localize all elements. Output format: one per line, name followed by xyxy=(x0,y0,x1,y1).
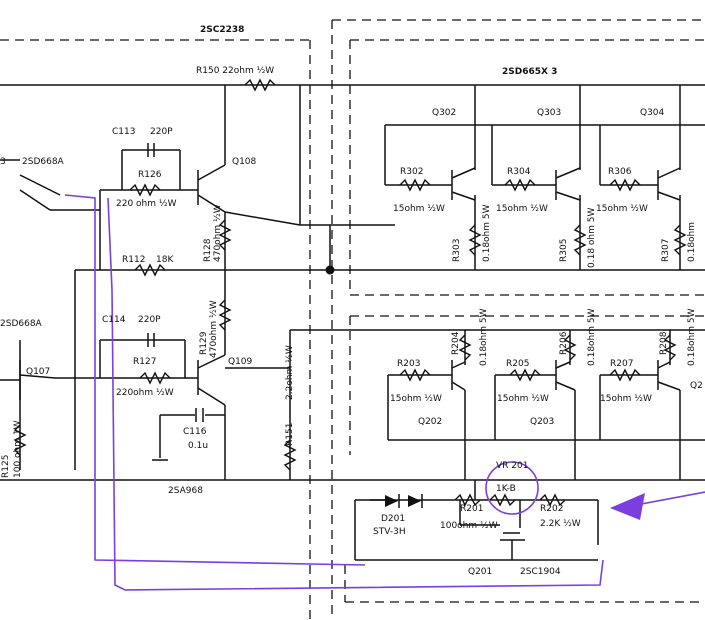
r302-value: 15ohm ½W xyxy=(393,204,445,214)
r112-label: R112 xyxy=(122,255,146,265)
q-left-top-type: 2SD668A xyxy=(22,157,64,167)
r126-value: 220 ohm ½W xyxy=(116,199,177,209)
hand-annotation xyxy=(64,194,705,591)
r307-label: R307 xyxy=(661,238,671,262)
transistor-symbols xyxy=(19,167,681,534)
resistors xyxy=(13,78,687,507)
r125-label: R125 xyxy=(1,454,11,478)
r303-value: 0.18ohm 5W xyxy=(482,204,492,262)
r112-value: 18K xyxy=(156,255,174,265)
vr201-label: VR 201 xyxy=(496,461,529,471)
r208-label: R208 xyxy=(659,331,669,355)
r207-label: R207 xyxy=(610,359,634,369)
r129-value: 470ohm ½W xyxy=(209,300,219,358)
r203-value: 15ohm ½W xyxy=(390,394,442,404)
r304-value: 15ohm ½W xyxy=(496,204,548,214)
vr201-value: 1K-B xyxy=(496,484,516,494)
r206-label: R206 xyxy=(559,331,569,355)
diodes xyxy=(370,494,423,508)
r307-value: 0.18ohm xyxy=(687,221,697,262)
dashed-boundaries xyxy=(0,19,705,620)
r306-label: R306 xyxy=(608,167,632,177)
r206-value: 0.18ohm 5W xyxy=(587,308,597,366)
r305-value: 0.18 ohm 5W xyxy=(587,207,597,268)
r306-value: 15ohm ½W xyxy=(596,204,648,214)
q203-label: Q203 xyxy=(530,417,555,427)
r151-label: R151 xyxy=(285,422,295,446)
r151-value: 2.2ohm ½W xyxy=(285,345,295,400)
r303-label: R303 xyxy=(452,238,462,262)
q109-type-label: 2SA968 xyxy=(168,486,203,496)
r201-value: 100ohm ½W xyxy=(440,521,498,531)
r304-label: R304 xyxy=(507,167,531,177)
left-cut-label: 3 xyxy=(0,157,6,167)
r305-label: R305 xyxy=(559,238,569,262)
r125-value: 100 ohm 1W xyxy=(13,420,23,478)
q108-label: Q108 xyxy=(232,157,257,167)
r150-label: R150 22ohm ½W xyxy=(196,66,275,76)
r127-label: R127 xyxy=(133,357,157,367)
junction-dot xyxy=(325,265,335,275)
c113-label: C113 xyxy=(112,127,136,137)
d201-value: STV-3H xyxy=(373,527,406,537)
d201-label: D201 xyxy=(381,514,406,524)
r127-value: 220ohm ½W xyxy=(116,388,174,398)
c114-value: 220P xyxy=(138,315,161,325)
q201-type-label: 2SC1904 xyxy=(520,567,561,577)
q303-label: Q303 xyxy=(537,108,562,118)
r302-label: R302 xyxy=(400,167,424,177)
r128-value: 470ohm ½W xyxy=(213,204,223,262)
r207-value: 15ohm ½W xyxy=(600,394,652,404)
r204-value: 0.18ohm 5W xyxy=(479,308,489,366)
c114-label: C114 xyxy=(102,315,126,325)
output-transistors-label: 2SD665X 3 xyxy=(502,67,558,77)
r128-label: R128 xyxy=(203,238,213,262)
q302-label: Q302 xyxy=(432,108,457,118)
q201-label: Q201 xyxy=(468,567,493,577)
r202-label: R202 xyxy=(540,504,564,514)
capacitors xyxy=(147,143,204,422)
r204-label: R204 xyxy=(451,331,461,355)
q108-type-label: 2SC2238 xyxy=(200,25,245,35)
c116-label: C116 xyxy=(183,427,207,437)
q-far-right-label: Q2 xyxy=(690,381,703,391)
r205-value: 15ohm ½W xyxy=(497,394,549,404)
r202-value: 2.2K ½W xyxy=(540,519,581,529)
q202-label: Q202 xyxy=(418,417,443,427)
q107-label: Q107 xyxy=(26,367,51,377)
c116-value: 0.1u xyxy=(188,441,209,451)
q304-label: Q304 xyxy=(640,108,665,118)
r126-label: R126 xyxy=(138,170,162,180)
r208-value: 0.18ohm 5W xyxy=(687,308,697,366)
c113-value: 220P xyxy=(150,127,173,137)
q-left-mid-type: 2SD668A xyxy=(0,319,42,329)
r201-label: R201 xyxy=(460,504,484,514)
r203-label: R203 xyxy=(397,359,421,369)
r205-label: R205 xyxy=(506,359,530,369)
r129-label: R129 xyxy=(199,331,209,355)
q109-label: Q109 xyxy=(228,357,253,367)
